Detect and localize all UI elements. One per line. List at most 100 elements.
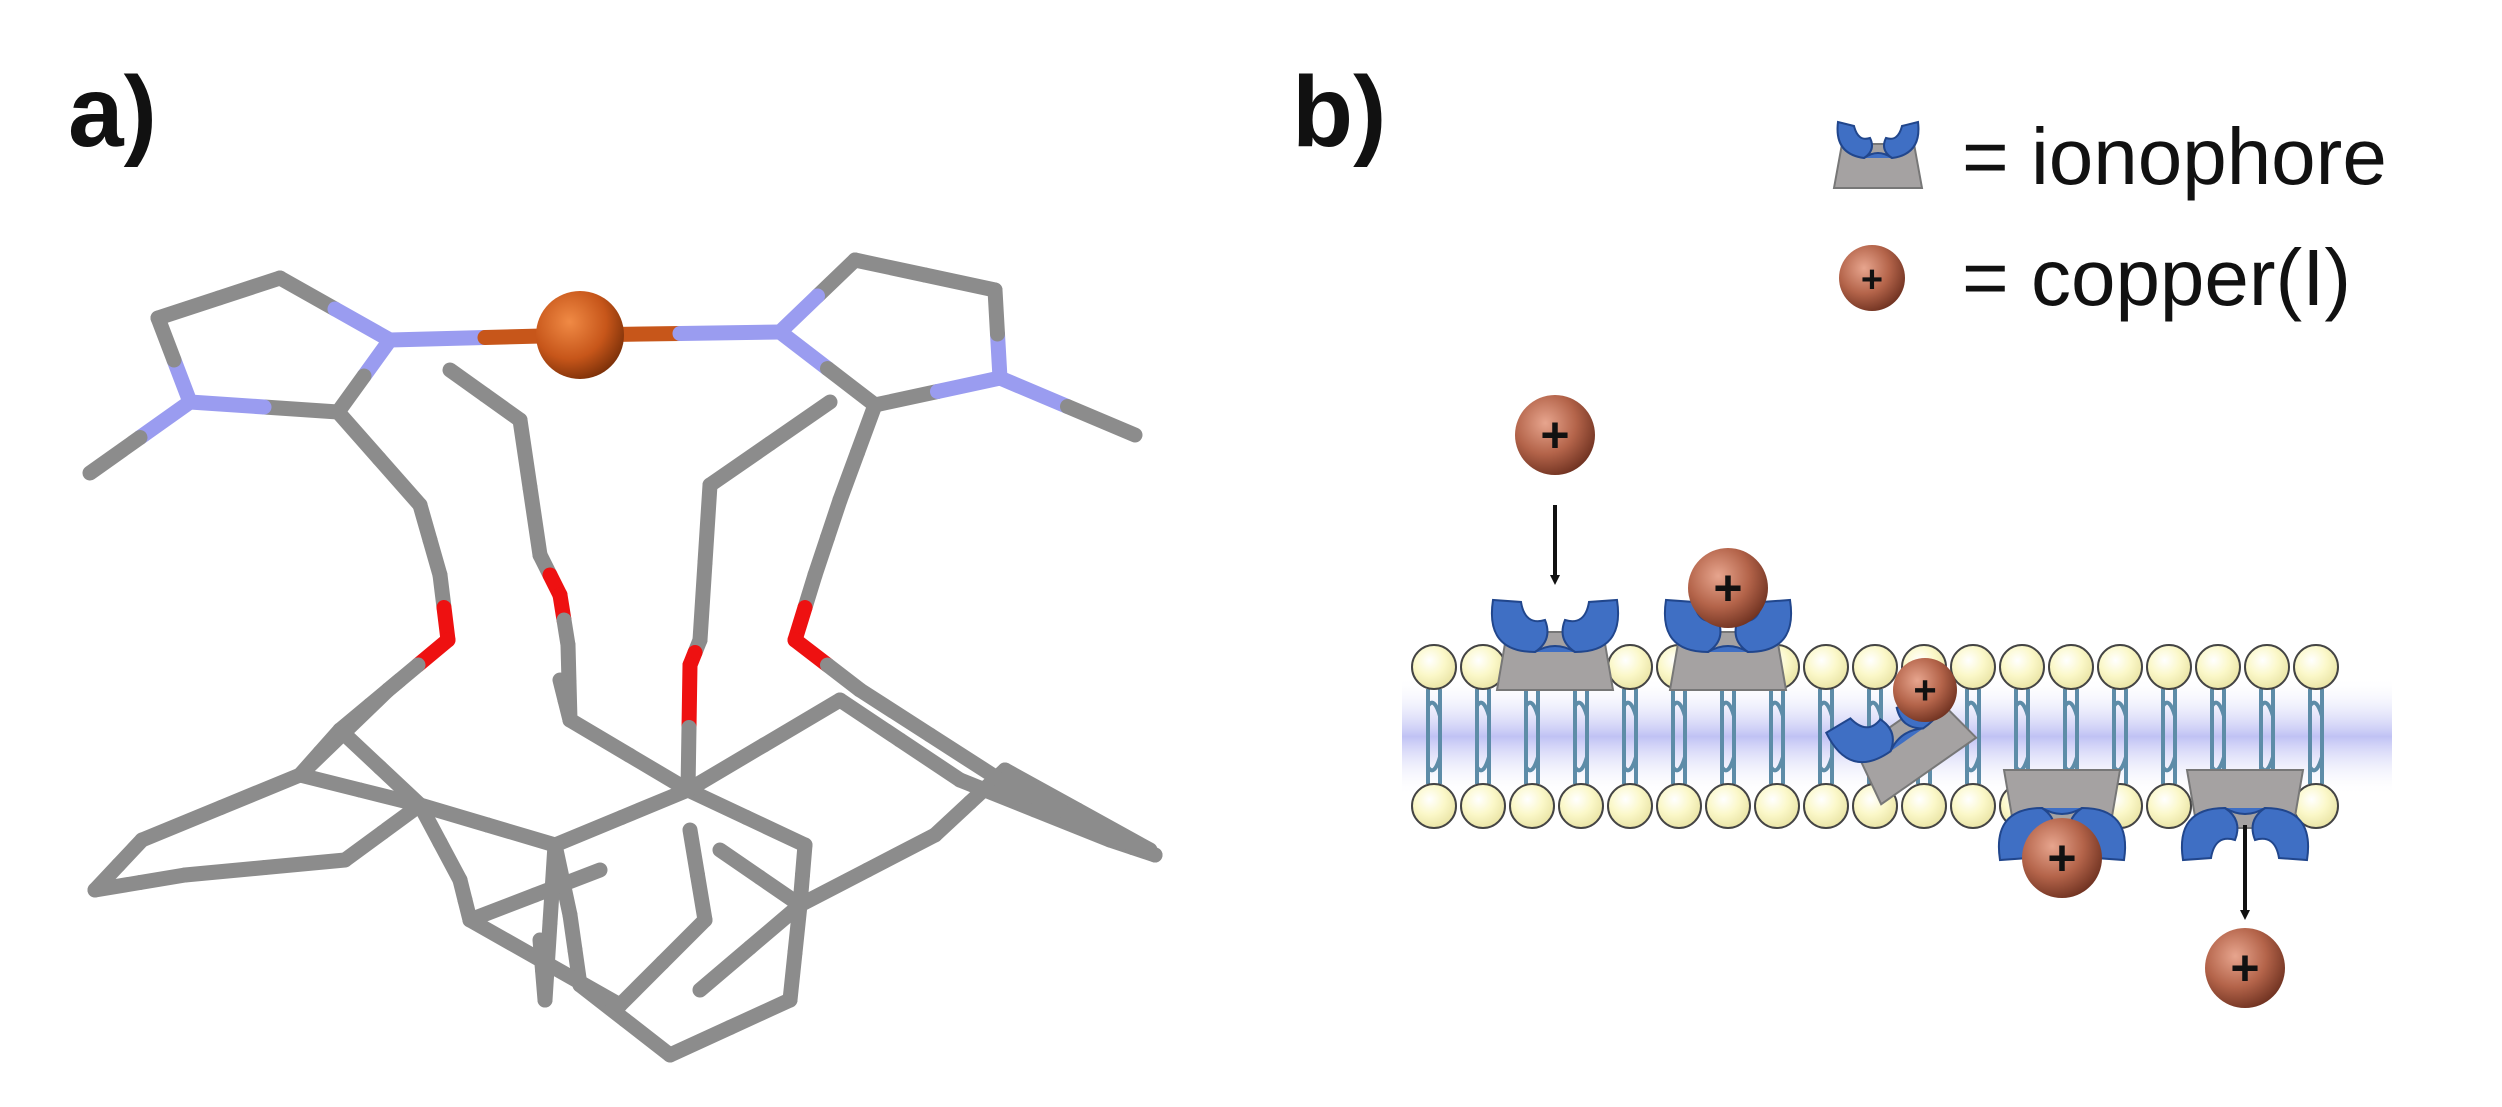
carbon-bond [742,897,808,955]
carbon-bond [213,767,308,815]
carbon-bond [372,760,428,813]
bond [561,675,578,728]
carbon-bond [621,747,696,798]
ion-plus: + [1913,668,1936,712]
lipid-tail [1426,700,1442,784]
carbon-bond [337,825,390,868]
copper-ion: + [1688,548,1768,628]
legend-ionophore-text: = ionophore [1962,112,2387,201]
lipid-head [1460,783,1506,829]
bond [772,324,835,376]
lipid-head [1999,644,2045,690]
carbon-bond [712,842,768,885]
carbon-bond [792,862,875,913]
bond [702,436,778,493]
carbon-bond [690,867,713,928]
bond [150,290,227,326]
lipid-head [1558,783,1604,829]
bond [681,657,698,735]
bond [336,682,396,740]
copper-bond [672,324,788,341]
copper-atom [536,291,624,379]
carbon-bond [462,912,553,970]
legend: = ionophore + = copper(I) [1832,112,2387,322]
lipid-tail [2161,700,2177,784]
lipid-head [1656,783,1702,829]
carbon-bond [375,797,428,840]
lipid-head [1411,783,1457,829]
bond [832,445,865,508]
carbon-bond [177,860,273,883]
lipid-head [1607,783,1653,829]
carbon-bond [562,712,637,763]
lipid-tail [1818,700,1834,784]
bond [182,394,272,415]
ion-plus: + [2230,940,2259,996]
carbon-bond [680,737,772,798]
carbon-bond [756,692,848,753]
carbon-bond [257,852,353,875]
panel-a-label: a) [68,56,157,168]
bond [211,270,288,306]
copper-ion: + [1893,658,1957,722]
lipid-head [2293,644,2339,690]
copper-ion: + [1515,395,1595,475]
bond [992,370,1075,414]
lipid-head [1754,783,1800,829]
bond [330,404,387,466]
lipid-head [1950,644,1996,690]
lipid-head [1411,644,1457,690]
carbon-bond [952,772,1043,818]
ionophore [2180,769,2310,862]
carbon-bond [547,810,629,853]
bond [850,397,883,460]
bond [820,361,883,413]
carbon-bond [662,1020,738,1063]
carbon-bond [537,955,628,1013]
carbon-bond [692,940,758,998]
bond [680,720,697,798]
ionophore [1490,598,1620,691]
bond [930,370,1008,399]
bond [810,252,863,304]
panel-b-label: b) [1292,56,1387,168]
bond [1070,810,1163,863]
carbon-bond [457,892,478,928]
lipid-head [1803,644,1849,690]
bond [697,477,718,570]
legend-ionophore-icon [1832,120,1924,189]
carbon-bond [412,797,495,833]
bond [772,288,825,340]
carbon-bond [782,945,803,1008]
carbon-bond [722,992,798,1035]
bond [292,725,352,783]
lipid-tail [1573,700,1589,784]
ion-plus: + [1713,560,1742,616]
lipid-head [1950,783,1996,829]
lipid-tail [1622,700,1638,784]
legend-copper-icon: + [1839,245,1905,311]
lipid-head [2146,783,2192,829]
lipid-head [1509,783,1555,829]
carbon-bond [680,782,754,825]
copper-bond [382,330,493,348]
carbon-bond [462,887,543,928]
ionophore [1997,769,2127,862]
bond [82,430,148,481]
lipid-tail [2308,700,2324,784]
carbon-bond [614,782,696,825]
molecular-structure [82,252,1163,1063]
copper-ion: + [2022,818,2102,898]
bond [327,301,398,348]
lipid-tail [1475,700,1491,784]
carbon-bond [655,912,713,970]
carbon-bond [739,810,813,853]
ion-plus: + [2047,830,2076,886]
lipid-head [1705,783,1751,829]
lipid-head [2195,644,2241,690]
bond [272,270,343,317]
bond [371,451,428,513]
lipid-head [2244,644,2290,690]
legend-copper-plus: + [1861,259,1883,301]
carbon-bond [682,822,705,883]
